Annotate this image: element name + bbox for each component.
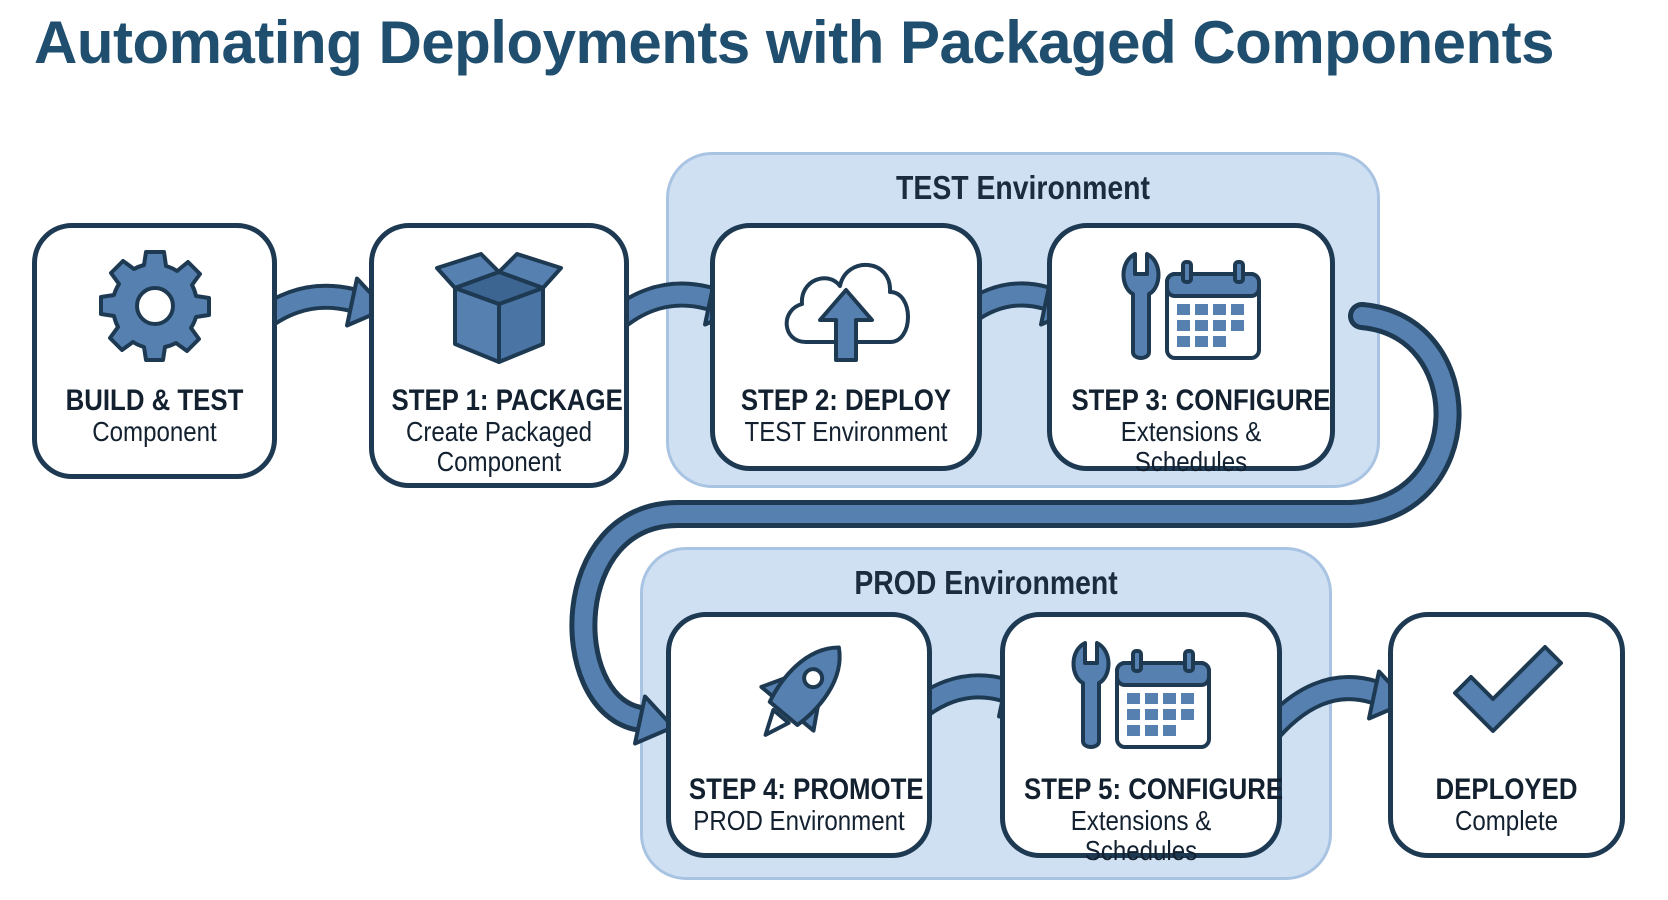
rocket-icon [671,635,927,755]
wrench-calendar-icon [1052,246,1330,366]
step-build-test: BUILD & TEST Component [32,223,277,479]
step-subtitle: PROD Environment [693,805,905,836]
checkmark-icon [1393,635,1620,755]
step-2-deploy: STEP 2: DEPLOY TEST Environment [710,223,982,471]
gear-icon [37,246,272,366]
step-deployed: DEPLOYED Complete [1388,612,1625,858]
step-subtitle: Extensions & Schedules [1120,416,1262,477]
step-subtitle: TEST Environment [744,416,948,447]
test-environment-label: TEST Environment [896,169,1150,206]
step-3-configure: STEP 3: CONFIGURE Extensions & Schedules [1047,223,1335,477]
wrench-calendar-icon [1005,635,1277,755]
page-title: Automating Deployments with Packaged Com… [34,9,1555,76]
step-title: STEP 1: PACKAGE [391,384,623,417]
box-icon [374,246,624,366]
cloud-upload-icon [715,246,977,366]
step-subtitle: Component [92,416,217,447]
step-subtitle: Extensions & Schedules [1070,805,1212,866]
wrench-icon [1071,641,1111,749]
step-title: DEPLOYED [1435,773,1578,806]
step-1-package: STEP 1: PACKAGE Create Packaged Componen… [369,223,629,488]
step-title: STEP 5: CONFIGURE [1024,773,1284,806]
calendar-icon [1165,260,1261,360]
step-subtitle: Create Packaged Component [405,416,593,477]
step-title: STEP 2: DEPLOY [740,384,952,417]
wrench-icon [1121,252,1161,360]
step-title: STEP 3: CONFIGURE [1071,384,1331,417]
step-title: STEP 4: PROMOTE [688,773,924,806]
step-5-configure: STEP 5: CONFIGURE Extensions & Schedules [1000,612,1284,866]
step-4-promote: STEP 4: PROMOTE PROD Environment [666,612,932,858]
step-subtitle: Complete [1454,805,1559,836]
step-title: BUILD & TEST [65,384,244,417]
prod-environment-label: PROD Environment [854,564,1118,601]
